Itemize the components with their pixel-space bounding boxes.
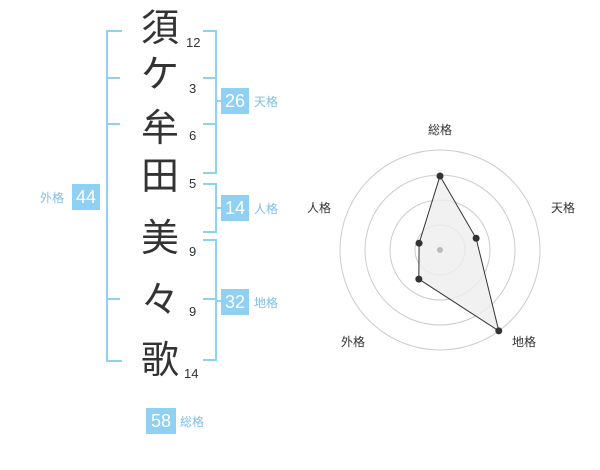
tenkaku-connector xyxy=(215,100,222,102)
tenkaku-label: 天格 xyxy=(254,95,279,109)
tenkaku-badge: 26 xyxy=(221,88,249,114)
soukaku-label: 総格 xyxy=(180,415,205,429)
name-char-6: 々 xyxy=(140,278,179,322)
stroke-count-6: 9 xyxy=(189,304,197,319)
radar-value-polygon xyxy=(418,174,500,333)
name-char-1: 須 xyxy=(140,6,179,50)
gaikaku-tick-3 xyxy=(106,298,120,300)
stroke-count-7: 14 xyxy=(184,366,199,381)
radar-point-4 xyxy=(415,275,423,283)
radar-axis-label-tenkaku: 天格 xyxy=(551,200,575,215)
radar-axis-label-jinkaku: 人格 xyxy=(307,200,331,215)
tenkaku-bracket xyxy=(203,30,217,174)
jinkaku-badge: 14 xyxy=(221,195,249,221)
tenkaku-tick-1 xyxy=(203,77,215,79)
name-char-4: 田 xyxy=(140,154,179,198)
radar-point-3 xyxy=(495,327,503,335)
radar-axis-label-chikaku: 地格 xyxy=(512,334,536,349)
gaikaku-bracket xyxy=(106,30,122,362)
name-char-7: 歌 xyxy=(140,338,179,382)
chikaku-connector xyxy=(215,300,222,302)
chikaku-badge: 32 xyxy=(221,289,249,315)
stroke-count-2: 3 xyxy=(189,81,197,96)
chikaku-label: 地格 xyxy=(254,296,279,310)
radar-ring xyxy=(339,149,541,351)
stroke-count-1: 12 xyxy=(186,35,201,50)
soukaku-badge: 58 xyxy=(146,408,176,434)
jinkaku-label: 人格 xyxy=(254,202,279,216)
stroke-count-5: 9 xyxy=(189,244,197,259)
stroke-count-4: 5 xyxy=(189,176,197,191)
radar-point-2 xyxy=(472,234,480,242)
gaikaku-label: 外格 xyxy=(40,191,65,205)
tenkaku-tick-2 xyxy=(203,123,215,125)
name-char-5: 美 xyxy=(140,216,179,260)
gaikaku-tick-1 xyxy=(106,77,120,79)
radar-axis-label-soukaku: 総格 xyxy=(428,122,452,137)
gaikaku-tick-2 xyxy=(106,123,120,125)
stroke-count-3: 6 xyxy=(189,128,197,143)
radar-axis-label-gaikaku: 外格 xyxy=(341,334,365,349)
name-char-2: ケ xyxy=(140,52,179,96)
radar-point-5 xyxy=(415,239,423,247)
radar-center-dot xyxy=(437,247,443,253)
name-char-3: 牟 xyxy=(140,106,179,150)
chikaku-tick-1 xyxy=(203,298,215,300)
gaikaku-badge: 44 xyxy=(72,184,100,210)
radar-point-1 xyxy=(436,172,444,180)
jinkaku-connector xyxy=(215,207,222,209)
